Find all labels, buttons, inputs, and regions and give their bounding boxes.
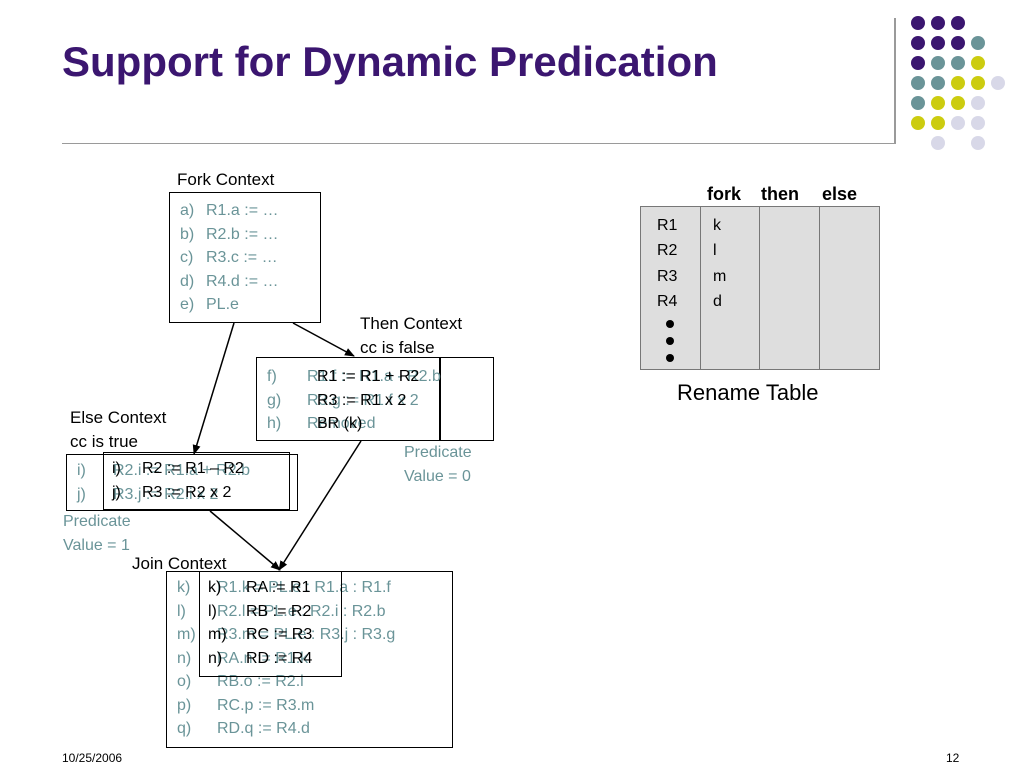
then-overlay-1: R1 := R1 + R2 xyxy=(317,368,420,385)
decorative-dot xyxy=(931,16,945,30)
decorative-dot xyxy=(951,16,965,30)
then-predicate-label: Predicate xyxy=(404,444,472,461)
ellipsis-dot xyxy=(666,337,674,345)
horizontal-divider xyxy=(62,143,896,144)
fork-row-d: d)R4.d := … xyxy=(180,272,279,290)
decorative-dot xyxy=(911,76,925,90)
table-divider-3 xyxy=(819,207,820,369)
ellipsis-dot xyxy=(666,354,674,362)
arrow-fork-to-then xyxy=(292,322,355,357)
then-context-label: Then Context xyxy=(360,314,463,333)
decorative-dot xyxy=(931,56,945,70)
arrow-fork-to-else xyxy=(192,322,235,455)
then-row-f: f)R1.f := R1.a - R2.b xyxy=(267,368,441,385)
decorative-dot xyxy=(951,56,965,70)
table-reg-r3: R3 xyxy=(657,268,678,285)
then-context-condition: cc is false xyxy=(360,338,435,357)
table-fork-r4: d xyxy=(713,293,722,310)
arrow-then-to-join xyxy=(278,440,362,571)
decorative-dot xyxy=(911,116,925,130)
decorative-dot xyxy=(911,36,925,50)
decorative-dot xyxy=(911,56,925,70)
decorative-dot xyxy=(931,36,945,50)
table-reg-r4: R4 xyxy=(657,293,678,310)
table-header-fork: fork xyxy=(707,184,742,204)
decorative-dot xyxy=(971,56,985,70)
rename-table-caption: Rename Table xyxy=(677,380,819,405)
then-row-g: g)R3.g := R1.f x 2 xyxy=(267,391,419,409)
decorative-dot xyxy=(971,136,985,150)
fork-context-box: a)R1.a := … b)R2.b := … c)R3.c := … d)R4… xyxy=(169,192,321,323)
decorative-dot xyxy=(931,116,945,130)
rename-table: R1 k R2 l R3 m R4 d xyxy=(640,206,880,370)
fork-row-a: a)R1.a := … xyxy=(180,202,279,219)
join-row-k: k)R1.k = PL.e : R1.a : R1.f xyxy=(177,579,391,596)
decorative-dot xyxy=(931,96,945,110)
vertical-divider xyxy=(894,18,896,144)
table-divider-1 xyxy=(700,207,701,369)
else-context-condition: cc is true xyxy=(70,432,139,451)
else-predicate-value: Value = 1 xyxy=(63,537,130,554)
fork-row-b: b)R2.b := … xyxy=(180,225,279,243)
join-row-l: l)R2.l = PL.e : R2.i : R2.b xyxy=(177,602,386,620)
table-fork-r2: l xyxy=(713,242,717,259)
decorative-dot xyxy=(951,36,965,50)
decorative-dot xyxy=(951,76,965,90)
join-row-p: p)RC.p := R3.m xyxy=(177,696,315,714)
decorative-dot xyxy=(971,116,985,130)
join-overlay-3: m)RC := R3 xyxy=(208,626,313,643)
else-overlay-1: i)R2 := R1 – R2 xyxy=(112,460,244,477)
decorative-dot xyxy=(911,16,925,30)
join-overlay-1: k)RA := R1 xyxy=(208,579,311,596)
then-predicate-value: Value = 0 xyxy=(404,468,471,485)
ellipsis-dot xyxy=(666,320,674,328)
table-fork-r1: k xyxy=(713,217,721,234)
else-predicate-label: Predicate xyxy=(63,513,131,530)
decorative-dot xyxy=(931,136,945,150)
join-context-box: k)R1.k = PL.e : R1.a : R1.f l)R2.l = PL.… xyxy=(166,571,453,748)
table-reg-r2: R2 xyxy=(657,242,678,259)
slide-title: Support for Dynamic Predication xyxy=(62,38,718,85)
join-overlay-box: k)RA := R1 l)RB := R2 m)RC := R3 n)RD :=… xyxy=(199,571,342,677)
then-inner-divider xyxy=(439,358,441,440)
else-overlay-box: i)R2 := R1 – R2 j)R3 := R2 x 2 xyxy=(103,452,290,510)
fork-row-e: e)PL.e xyxy=(180,296,239,313)
join-context-label: Join Context xyxy=(132,554,227,573)
decorative-dot xyxy=(971,96,985,110)
footer-date: 10/25/2006 xyxy=(62,751,123,765)
decorative-dot xyxy=(971,76,985,90)
else-context-label: Else Context xyxy=(70,408,167,427)
decorative-dot xyxy=(951,116,965,130)
then-context-box: f)R1.f := R1.a - R2.b g)R3.g := R1.f x 2… xyxy=(256,357,494,441)
table-reg-r1: R1 xyxy=(657,217,678,234)
fork-context-label: Fork Context xyxy=(177,170,275,189)
then-overlay-2: R3 := R1 x 2 xyxy=(317,391,407,409)
decorative-dot-grid xyxy=(0,0,1024,170)
then-row-h: h)Removed xyxy=(267,415,376,432)
join-overlay-4: n)RD := R4 xyxy=(208,649,313,667)
table-fork-r3: m xyxy=(713,268,727,285)
page-number: 12 xyxy=(946,751,960,765)
join-row-n: n)RA.n := R1.k xyxy=(177,649,309,667)
join-row-o: o)RB.o := R2.l xyxy=(177,673,304,690)
else-context-box: i)R2.i := R1.a + R2.b j)R3.j := R2.i x 2 xyxy=(66,454,298,511)
decorative-dot xyxy=(911,96,925,110)
decorative-dot xyxy=(971,36,985,50)
table-header-else: else xyxy=(822,184,858,204)
table-divider-2 xyxy=(759,207,760,369)
decorative-dot xyxy=(951,96,965,110)
decorative-dot xyxy=(991,76,1005,90)
join-row-m: m)R3.m = PL.e : R3.j : R3.g xyxy=(177,626,396,643)
join-overlay-2: l)RB := R2 xyxy=(208,602,312,620)
table-header-then: then xyxy=(761,184,799,204)
else-row-i: i)R2.i := R1.a + R2.b xyxy=(77,462,250,479)
else-overlay-2: j)R3 := R2 x 2 xyxy=(112,483,232,501)
arrow-else-to-join xyxy=(209,510,281,571)
then-overlay-3: BR (k) xyxy=(317,415,363,432)
decorative-dot xyxy=(931,76,945,90)
fork-row-c: c)R3.c := … xyxy=(180,249,278,266)
join-row-q: q)RD.q := R4.d xyxy=(177,720,310,737)
else-row-j: j)R3.j := R2.i x 2 xyxy=(77,485,219,503)
